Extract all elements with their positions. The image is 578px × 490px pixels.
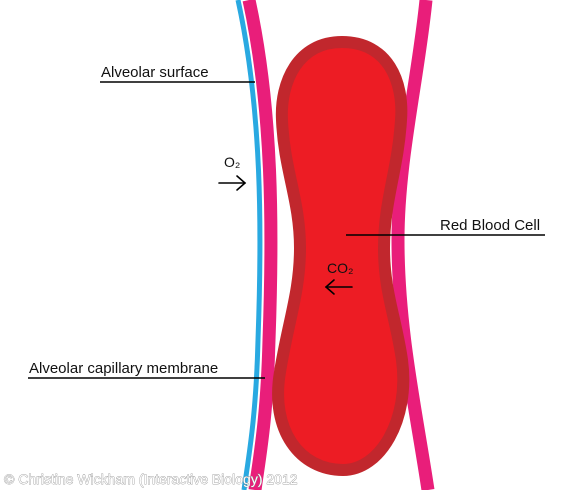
alveolar-surface-label: Alveolar surface [101,64,209,81]
red-blood-cell [272,36,410,476]
capillary-wall-left [242,0,278,490]
red-blood-cell-label: Red Blood Cell [440,217,540,234]
alveolar-surface-line [235,0,263,490]
left-arrow-icon [324,279,353,295]
right-arrow-icon [218,175,247,191]
copyright-watermark: © Christine Wickham (Interactive Biology… [4,471,298,487]
carbon-dioxide-label: CO₂ [327,260,353,276]
oxygen-label: O₂ [224,154,240,170]
alveolar-capillary-membrane-label: Alveolar capillary membrane [29,360,218,377]
capillary-wall-right [391,0,435,490]
